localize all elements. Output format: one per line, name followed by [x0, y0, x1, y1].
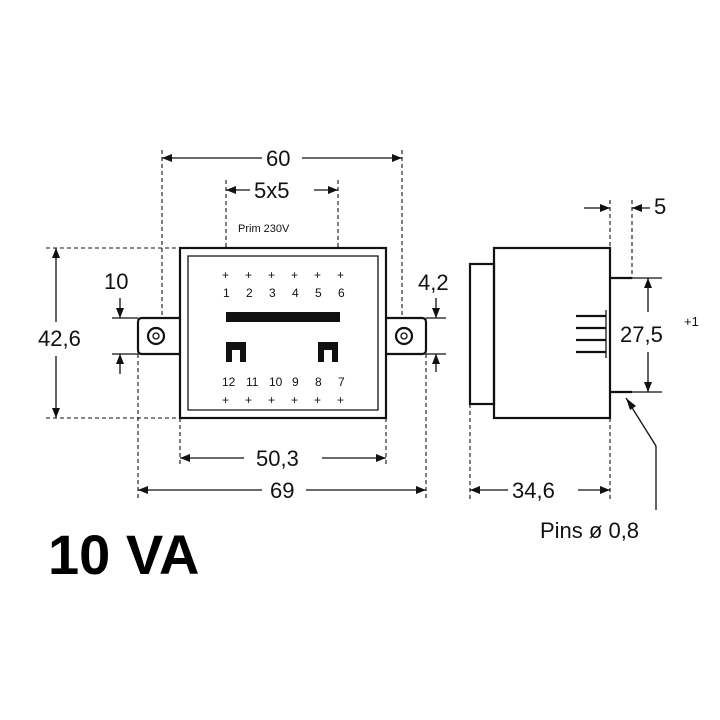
pin-label: 10 [269, 375, 283, 389]
svg-text:+: + [314, 393, 321, 407]
dim-core-width: 50,3 [179, 418, 387, 471]
dim-5-label: 5 [654, 194, 666, 219]
side-terminal-detail [576, 314, 606, 354]
left-mounting-lug [136, 316, 180, 356]
side-mounting-flange [468, 262, 496, 406]
bobbin-face [187, 255, 379, 411]
bottom-pin-row: 12 11 10 9 8 7 + + + + + + [222, 375, 345, 407]
pin-label: 2 [246, 286, 253, 300]
dim-width-top: 60 [161, 146, 403, 318]
top-pin-row: + + + + + + 1 2 3 4 5 6 [222, 268, 345, 300]
dim-42-6-label: 42,6 [38, 326, 81, 351]
left-mounting-hole [146, 326, 166, 346]
pin-label: 5 [315, 286, 322, 300]
dim-50-3-label: 50,3 [256, 446, 299, 471]
side-view [468, 246, 632, 420]
pins-diameter-label: Pins ø 0,8 [540, 518, 639, 543]
dim-height: 42,6 [38, 247, 180, 419]
dim-lug-height: 4,2 [418, 270, 449, 372]
svg-text:+: + [337, 393, 344, 407]
svg-text:+: + [245, 268, 252, 282]
svg-text:+: + [337, 268, 344, 282]
svg-text:+: + [291, 393, 298, 407]
left-terminal-block [226, 342, 246, 362]
dim-4-2-label: 4,2 [418, 270, 449, 295]
pins-callout: Pins ø 0,8 [540, 397, 657, 543]
primary-voltage-label: Prim 230V [238, 223, 290, 235]
pin-label: 6 [338, 286, 345, 300]
dim-depth: 34,6 [469, 404, 611, 503]
dim-5x5-label: 5x5 [254, 178, 289, 203]
svg-text:+: + [314, 268, 321, 282]
pin-label: 7 [338, 375, 345, 389]
transformer-body [178, 246, 388, 420]
svg-text:+: + [268, 393, 275, 407]
pin-label: 11 [246, 375, 259, 389]
dim-pin-grid: 5x5 [225, 178, 339, 248]
right-terminal-block [318, 342, 338, 362]
pin-label: 1 [223, 286, 230, 300]
front-view: + + + + + + 1 2 3 4 5 6 12 11 10 9 8 7 +… [136, 223, 428, 420]
dim-69-label: 69 [270, 478, 294, 503]
dim-60-label: 60 [266, 146, 290, 171]
svg-text:+: + [291, 268, 298, 282]
side-body [492, 246, 612, 420]
dim-10-label: 10 [104, 269, 128, 294]
dim-mount-offset: 10 [104, 269, 138, 374]
pin-label: 4 [292, 286, 299, 300]
right-mounting-lug [386, 316, 428, 356]
dim-pin-spacing: 27,5 +1 [620, 277, 699, 393]
winding-separator [226, 312, 340, 322]
dim-total-width: 69 [137, 354, 427, 503]
dim-side-pin-offset: 5 [584, 194, 666, 278]
pin-label: 8 [315, 375, 322, 389]
svg-text:+: + [222, 268, 229, 282]
right-mounting-hole [394, 326, 414, 346]
dim-tolerance-label: +1 [684, 314, 699, 329]
pin-label: 12 [222, 375, 236, 389]
dim-34-6-label: 34,6 [512, 478, 555, 503]
dim-27-5-label: 27,5 [620, 322, 663, 347]
svg-text:+: + [245, 393, 252, 407]
power-rating-title: 10 VA [48, 523, 199, 586]
pin-label: 9 [292, 375, 299, 389]
pin-label: 3 [269, 286, 276, 300]
svg-text:+: + [268, 268, 275, 282]
svg-text:+: + [222, 393, 229, 407]
